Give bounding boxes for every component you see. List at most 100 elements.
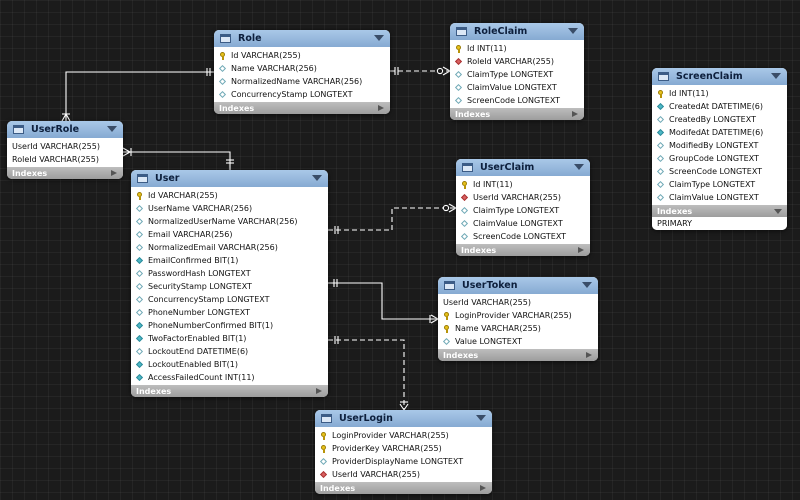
collapse-arrow-icon[interactable] xyxy=(574,164,584,170)
relationship-user-userlogin[interactable] xyxy=(328,336,409,411)
column-row[interactable]: ScreenCode LONGTEXT xyxy=(450,94,584,107)
table-header[interactable]: UserRole xyxy=(7,121,123,138)
column-row[interactable]: UserName VARCHAR(256) xyxy=(131,202,328,215)
relationship-userrole-role[interactable] xyxy=(61,68,214,122)
column-row[interactable]: TwoFactorEnabled BIT(1) xyxy=(131,332,328,345)
expand-arrow-icon[interactable] xyxy=(586,352,592,358)
column-row[interactable]: UserId VARCHAR(255) xyxy=(456,191,590,204)
column-row[interactable]: ModifedAt DATETIME(6) xyxy=(652,126,787,139)
column-row[interactable]: UserId VARCHAR(255) xyxy=(438,296,598,309)
indexes-section[interactable]: Indexes xyxy=(214,102,390,114)
column-row[interactable]: Id VARCHAR(255) xyxy=(131,189,328,202)
column-row[interactable]: NormalizedName VARCHAR(256) xyxy=(214,75,390,88)
column-row[interactable]: RoleId VARCHAR(255) xyxy=(450,55,584,68)
column-row[interactable]: ClaimValue LONGTEXT xyxy=(456,217,590,230)
column-row[interactable]: ClaimValue LONGTEXT xyxy=(652,191,787,204)
column-row[interactable]: RoleId VARCHAR(255) xyxy=(7,153,123,166)
column-row[interactable]: ClaimType LONGTEXT xyxy=(450,68,584,81)
column-row[interactable]: ConcurrencyStamp LONGTEXT xyxy=(214,88,390,101)
column-row[interactable]: ScreenCode LONGTEXT xyxy=(652,165,787,178)
column-row[interactable]: ScreenCode LONGTEXT xyxy=(456,230,590,243)
column-label: TwoFactorEnabled BIT(1) xyxy=(148,334,247,343)
column-row[interactable]: CreatedAt DATETIME(6) xyxy=(652,100,787,113)
column-row[interactable]: LockoutEnabled BIT(1) xyxy=(131,358,328,371)
indexes-section[interactable]: Indexes xyxy=(315,482,492,494)
column-row[interactable]: Id INT(11) xyxy=(450,42,584,55)
column-row[interactable]: PasswordHash LONGTEXT xyxy=(131,267,328,280)
table-icon xyxy=(321,414,332,423)
table-header[interactable]: ScreenClaim xyxy=(652,68,787,85)
expand-arrow-icon[interactable] xyxy=(572,111,578,117)
indexes-section[interactable]: Indexes xyxy=(450,108,584,120)
table-role[interactable]: Role Id VARCHAR(255)Name VARCHAR(256)Norm… xyxy=(214,30,390,114)
column-row[interactable]: PhoneNumberConfirmed BIT(1) xyxy=(131,319,328,332)
table-screenclaim[interactable]: ScreenClaim Id INT(11)CreatedAt DATETIME(… xyxy=(652,68,787,230)
column-row[interactable]: PhoneNumber LONGTEXT xyxy=(131,306,328,319)
table-user[interactable]: User Id VARCHAR(255)UserName VARCHAR(256)… xyxy=(131,170,328,397)
column-row[interactable]: NormalizedEmail VARCHAR(256) xyxy=(131,241,328,254)
relationship-user-usertoken[interactable] xyxy=(328,279,439,324)
column-row[interactable]: ProviderDisplayName LONGTEXT xyxy=(315,455,492,468)
index-entry[interactable]: PRIMARY xyxy=(652,217,787,230)
table-header[interactable]: UserLogin xyxy=(315,410,492,427)
column-row[interactable]: EmailConfirmed BIT(1) xyxy=(131,254,328,267)
column-row[interactable]: CreatedBy LONGTEXT xyxy=(652,113,787,126)
column-row[interactable]: UserId VARCHAR(255) xyxy=(7,140,123,153)
column-row[interactable]: SecurityStamp LONGTEXT xyxy=(131,280,328,293)
indexes-section[interactable]: Indexes xyxy=(456,244,590,256)
column-row[interactable]: Name VARCHAR(255) xyxy=(438,322,598,335)
indexes-section[interactable]: Indexes xyxy=(131,385,328,397)
column-row[interactable]: UserId VARCHAR(255) xyxy=(315,468,492,481)
column-row[interactable]: LockoutEnd DATETIME(6) xyxy=(131,345,328,358)
expand-arrow-icon[interactable] xyxy=(578,247,584,253)
table-header[interactable]: RoleClaim xyxy=(450,23,584,40)
expand-arrow-icon[interactable] xyxy=(480,485,486,491)
column-row[interactable]: ClaimType LONGTEXT xyxy=(456,204,590,217)
column-row[interactable]: ModifiedBy LONGTEXT xyxy=(652,139,787,152)
collapse-arrow-icon[interactable] xyxy=(582,282,592,288)
collapse-arrow-icon[interactable] xyxy=(312,175,322,181)
column-row[interactable]: GroupCode LONGTEXT xyxy=(652,152,787,165)
table-header[interactable]: User xyxy=(131,170,328,187)
column-row[interactable]: Id INT(11) xyxy=(456,178,590,191)
table-header[interactable]: UserToken xyxy=(438,277,598,294)
column-row[interactable]: Email VARCHAR(256) xyxy=(131,228,328,241)
expand-arrow-icon[interactable] xyxy=(111,170,117,176)
column-row[interactable]: Value LONGTEXT xyxy=(438,335,598,348)
expand-arrow-icon[interactable] xyxy=(316,388,322,394)
column-row[interactable]: Id INT(11) xyxy=(652,87,787,100)
collapse-arrow-icon[interactable] xyxy=(374,35,384,41)
column-row[interactable]: AccessFailedCount INT(11) xyxy=(131,371,328,384)
collapse-arrow-icon[interactable] xyxy=(568,28,578,34)
expand-arrow-icon[interactable] xyxy=(378,105,384,111)
expand-down-arrow-icon[interactable] xyxy=(774,209,782,214)
relationship-role-roleclaim[interactable] xyxy=(390,66,451,76)
collapse-arrow-icon[interactable] xyxy=(107,126,117,132)
indexes-section[interactable]: Indexes xyxy=(438,349,598,361)
collapse-arrow-icon[interactable] xyxy=(771,73,781,79)
column-row[interactable]: ClaimValue LONGTEXT xyxy=(450,81,584,94)
collapse-arrow-icon[interactable] xyxy=(476,415,486,421)
column-row[interactable]: ProviderKey VARCHAR(255) xyxy=(315,442,492,455)
column-row[interactable]: Id VARCHAR(255) xyxy=(214,49,390,62)
foreign-key-icon xyxy=(461,194,469,202)
foreign-key-icon xyxy=(320,471,328,479)
column-row[interactable]: ClaimType LONGTEXT xyxy=(652,178,787,191)
indexes-section[interactable]: Indexes xyxy=(7,167,123,179)
column-row[interactable]: Name VARCHAR(256) xyxy=(214,62,390,75)
relationship-userrole-user[interactable] xyxy=(122,147,234,170)
column-row[interactable]: NormalizedUserName VARCHAR(256) xyxy=(131,215,328,228)
column-icon xyxy=(657,155,665,163)
table-header[interactable]: Role xyxy=(214,30,390,47)
relationship-user-userclaim[interactable] xyxy=(328,203,457,234)
column-row[interactable]: LoginProvider VARCHAR(255) xyxy=(438,309,598,322)
table-header[interactable]: UserClaim xyxy=(456,159,590,176)
column-row[interactable]: ConcurrencyStamp LONGTEXT xyxy=(131,293,328,306)
column-row[interactable]: LoginProvider VARCHAR(255) xyxy=(315,429,492,442)
indexes-section[interactable]: Indexes xyxy=(652,205,787,217)
